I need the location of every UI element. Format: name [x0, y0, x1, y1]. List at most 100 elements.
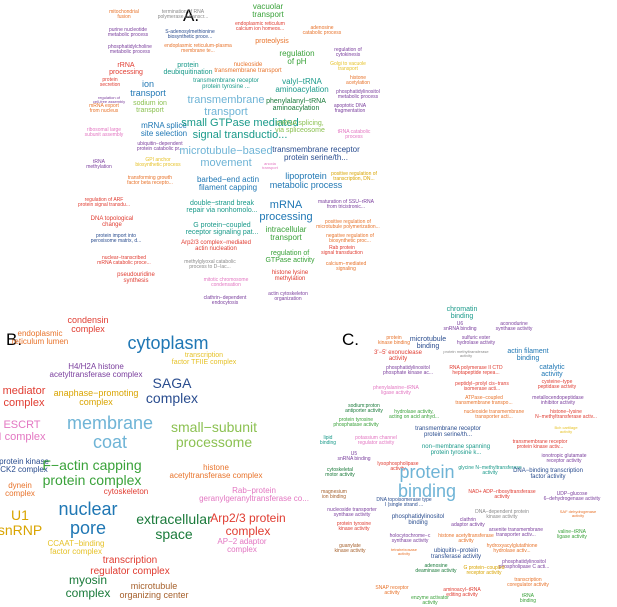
- cloud-term-line: reticulum lumen: [11, 337, 69, 347]
- cloud-term-line: aminoacylation: [272, 105, 320, 113]
- cloud-term-line: binding: [397, 480, 457, 501]
- cloud-term-line: synthase activity: [495, 326, 533, 333]
- cloud-term-line: via spliceosome: [275, 127, 325, 135]
- cloud-term-line: kinase binding: [378, 340, 410, 347]
- cloud-term-line: DNA topological: [90, 216, 134, 222]
- cloud-term-line: complex: [3, 396, 45, 409]
- cloud-term-line: regulation: [279, 49, 315, 58]
- cloud-term-line: small−subunit: [171, 419, 257, 435]
- cloud-term-line: lysophospholipase: [377, 461, 419, 467]
- cloud-term-line: complex: [65, 585, 111, 600]
- cloud-term-line: intracellular: [265, 225, 307, 234]
- cloud-term-line: factor beta recepto...: [127, 180, 173, 187]
- cloud-term-line: binding: [319, 440, 337, 447]
- cloud-term-line: extracellular: [136, 511, 212, 527]
- cloud-term-line: myosin: [68, 573, 107, 587]
- cloud-term-line: cysteine−type: [541, 379, 573, 385]
- cloud-term-line: transcription: [184, 352, 224, 359]
- cloud-term-line: chromatin: [446, 306, 478, 313]
- cloud-term-line: positive regulation of: [325, 219, 371, 225]
- cloud-term-line: hydrolase activ...: [493, 548, 531, 555]
- cloud-term-line: factor TFIIE complex: [171, 359, 237, 367]
- cloud-term-line: nucleoside transmembrane: [463, 409, 525, 415]
- cloud-term-line: actin nucleation: [195, 246, 237, 253]
- cloud-term-line: barbed−end actin: [196, 175, 260, 184]
- cloud-term-line: hydrolase activity: [456, 340, 496, 347]
- cloud-term-line: activity: [390, 466, 406, 473]
- cloud-term-line: of pH: [287, 57, 307, 67]
- panel-a-label: A.: [183, 6, 200, 25]
- cloud-term-line: pore: [69, 517, 107, 538]
- cloud-term-line: microtubule: [409, 336, 447, 343]
- cloud-term-line: motor activity: [325, 472, 355, 479]
- cloud-term-line: lipid: [323, 435, 333, 441]
- cloud-term-line: editing activity: [446, 592, 478, 599]
- cloud-term-line: ionotropic glutamate: [541, 453, 587, 459]
- cloud-term-line: activity: [458, 538, 474, 545]
- cloud-term-line: signal transductio...: [192, 128, 288, 141]
- cloud-term-line: regulation of: [334, 47, 362, 53]
- cloud-term-line: processome: [175, 433, 253, 450]
- cloud-term-line: organizing center: [119, 590, 189, 601]
- cloud-term-line: kinase activity: [338, 526, 370, 533]
- cloud-term-line: biosynthetic process: [135, 162, 181, 169]
- cloud-term-line: actin filament: [507, 348, 549, 355]
- cloud-term-line: valyl−tRNA: [282, 77, 322, 86]
- cloud-term: hydrolase activity,acting on acid anhyd.…: [389, 409, 439, 421]
- cloud-term-line: snRNA binding: [443, 326, 477, 333]
- cloud-term-line: complex: [5, 489, 35, 499]
- cloud-term-line: protein: [177, 62, 199, 69]
- cloud-term-line: glycine N−methyltransferase: [458, 465, 522, 471]
- cloud-term-line: histone: [349, 75, 367, 81]
- cloud-term-line: ligase activity: [381, 390, 411, 397]
- cloud-term-line: negative regulation of: [326, 233, 374, 239]
- cloud-term-line: processing: [109, 69, 143, 77]
- cloud-term-line: SAGA: [152, 375, 192, 391]
- cloud-term-line: activity: [571, 513, 585, 519]
- cloud-term-line: from nucleus: [89, 108, 119, 115]
- cloud-term-line: transcription, DN...: [333, 176, 375, 183]
- cloud-term-line: complex: [225, 523, 271, 538]
- cloud-term-line: mitochondrial: [109, 9, 139, 15]
- cloud-term-line: acetylation: [346, 80, 370, 87]
- cloud-term-line: protein catabolic pr...: [136, 146, 184, 153]
- cloud-term-line: transferase activity: [430, 554, 482, 561]
- cloud-term-line: transmembrane receptor: [512, 439, 568, 445]
- cloud-term-line: pseudouridine: [117, 272, 155, 278]
- cloud-term-line: ubiquitin−protein: [433, 548, 479, 554]
- cloud-term-line: ribosomal large: [86, 127, 122, 133]
- cloud-term-line: condensation: [211, 282, 241, 289]
- cloud-term-line: DNA−dependent protein: [475, 509, 529, 515]
